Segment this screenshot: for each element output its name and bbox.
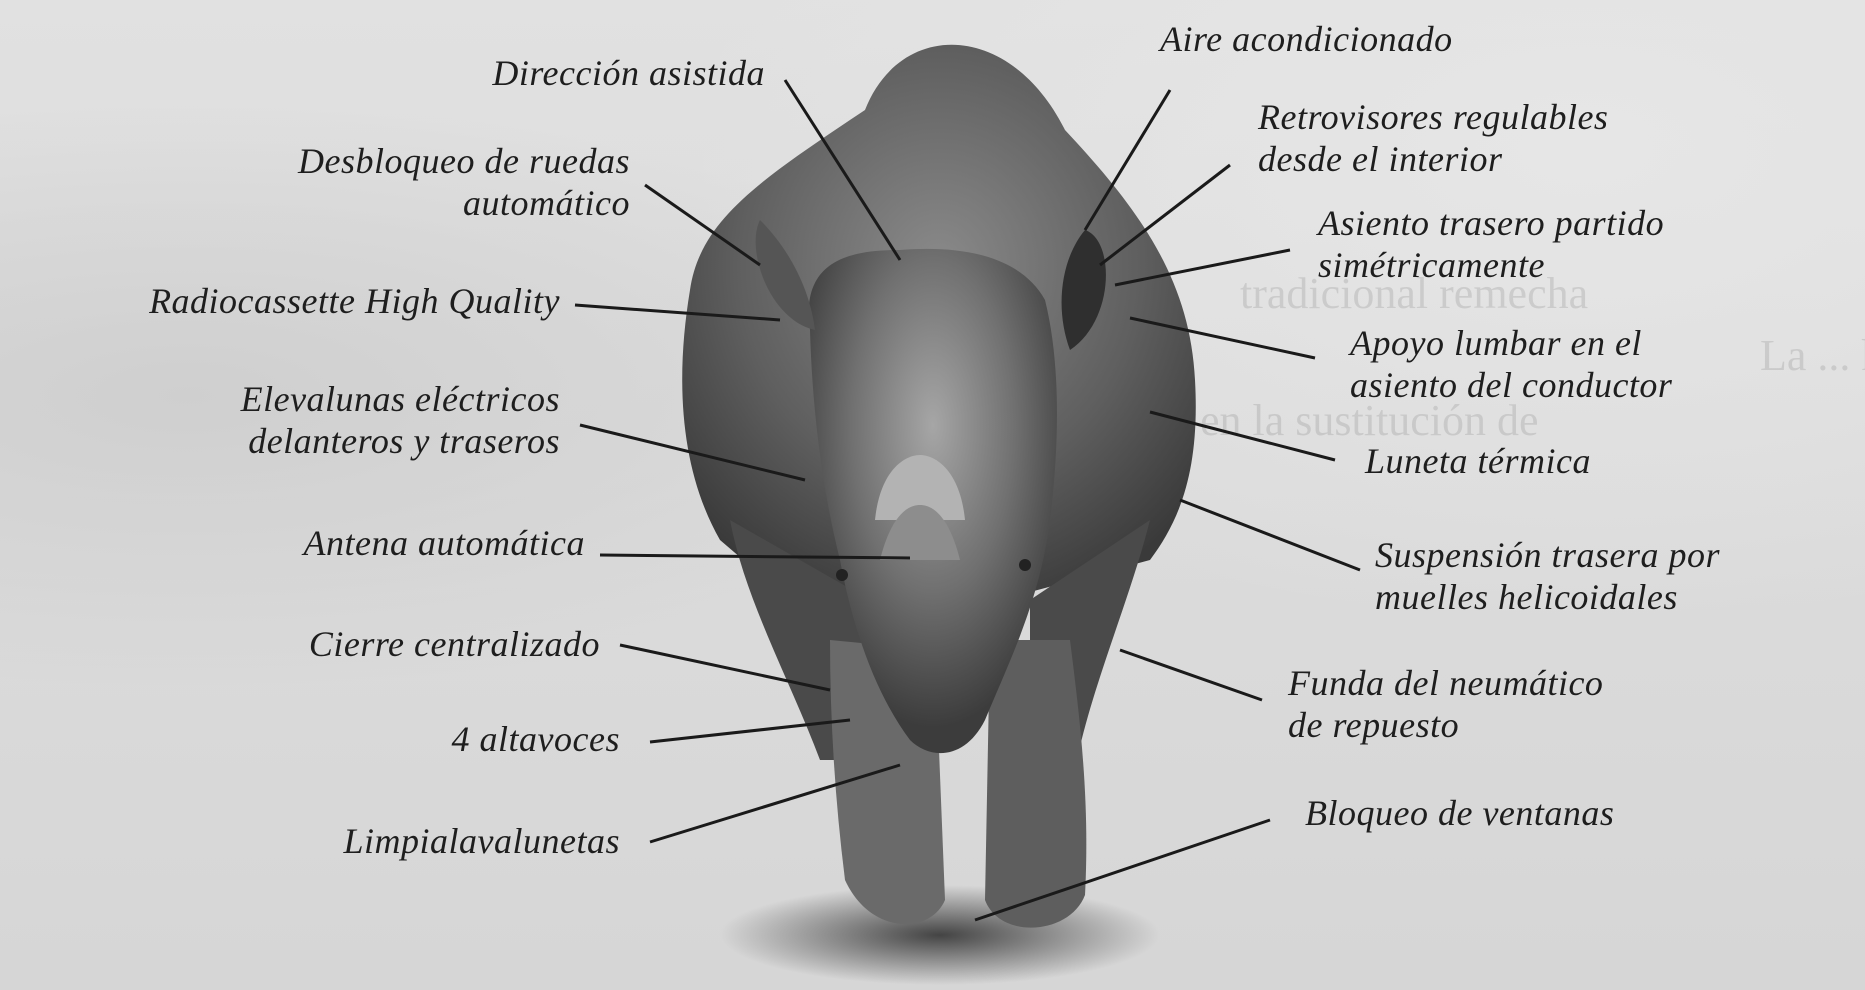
- label-limpialavalunetas: Limpialavalunetas: [220, 820, 620, 862]
- label-radiocassette: Radiocassette High Quality: [30, 280, 560, 322]
- label-desbloqueo-ruedas: Desbloqueo de ruedas automático: [160, 140, 630, 224]
- label-aire-acondicionado: Aire acondicionado: [1160, 18, 1610, 60]
- rhino-eye-right: [1019, 559, 1031, 571]
- leader-line: [1180, 500, 1360, 570]
- label-apoyo-lumbar: Apoyo lumbar en el asiento del conductor: [1350, 322, 1860, 406]
- label-bloqueo-ventanas: Bloqueo de ventanas: [1305, 792, 1755, 834]
- label-luneta-termica: Luneta térmica: [1365, 440, 1765, 482]
- label-asiento-trasero: Asiento trasero partido simétricamente: [1318, 202, 1848, 286]
- label-retrovisores: Retrovisores regulables desde el interio…: [1258, 96, 1778, 180]
- rhino-eye-left: [836, 569, 848, 581]
- label-funda-neumatico: Funda del neumático de repuesto: [1288, 662, 1768, 746]
- label-cierre: Cierre centralizado: [180, 623, 600, 665]
- label-suspension: Suspensión trasera por muelles helicoida…: [1375, 534, 1855, 618]
- leader-line: [1120, 650, 1262, 700]
- label-antena: Antena automática: [160, 522, 585, 564]
- label-elevalunas: Elevalunas eléctricos delanteros y trase…: [120, 378, 560, 462]
- label-altavoces: 4 altavoces: [300, 718, 620, 760]
- label-direccion-asistida: Dirección asistida: [300, 52, 765, 94]
